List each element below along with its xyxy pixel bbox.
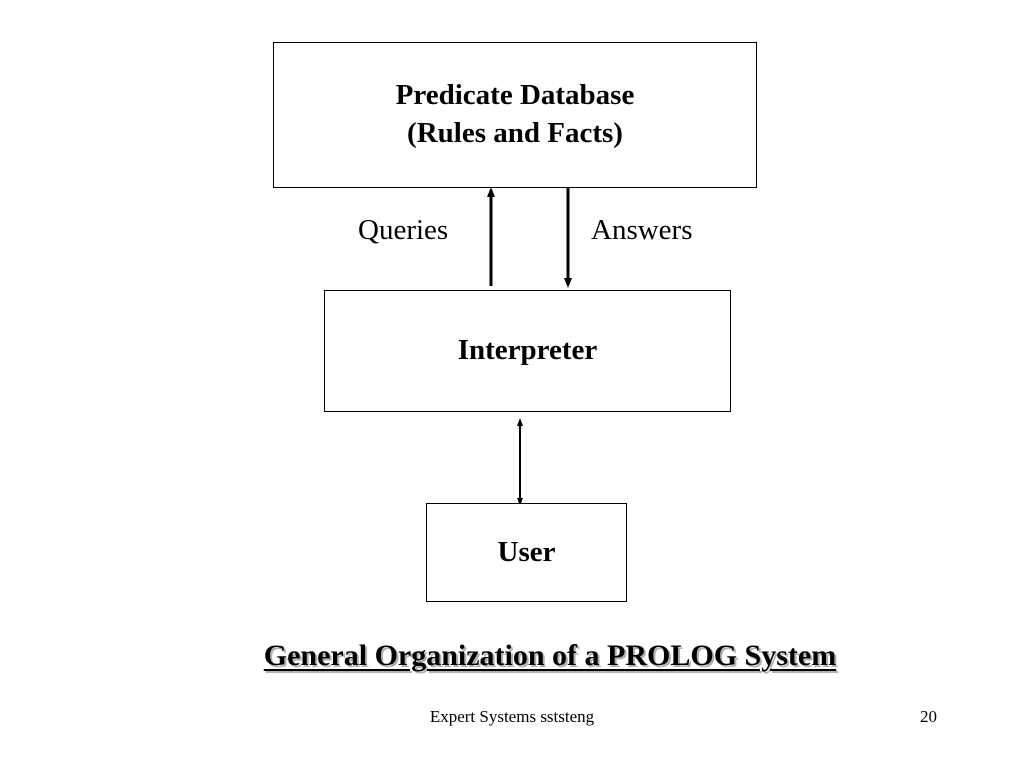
footer-text: Expert Systems sststeng	[429, 707, 595, 726]
slide-number: 20	[920, 707, 937, 726]
queries-label: Queries	[358, 214, 449, 246]
diagram-caption: General Organization of a PROLOG System	[263, 639, 837, 672]
predicate-database-box: Predicate Database (Rules and Facts)	[273, 42, 757, 188]
rules-and-facts-subtitle: (Rules and Facts)	[407, 117, 623, 149]
answers-label: Answers	[591, 214, 693, 246]
user-label: User	[497, 535, 556, 568]
interpreter-box: Interpreter	[324, 290, 731, 412]
interpreter-label: Interpreter	[457, 334, 598, 367]
user-box: User	[426, 503, 627, 602]
predicate-database-title: Predicate Database	[395, 79, 635, 112]
